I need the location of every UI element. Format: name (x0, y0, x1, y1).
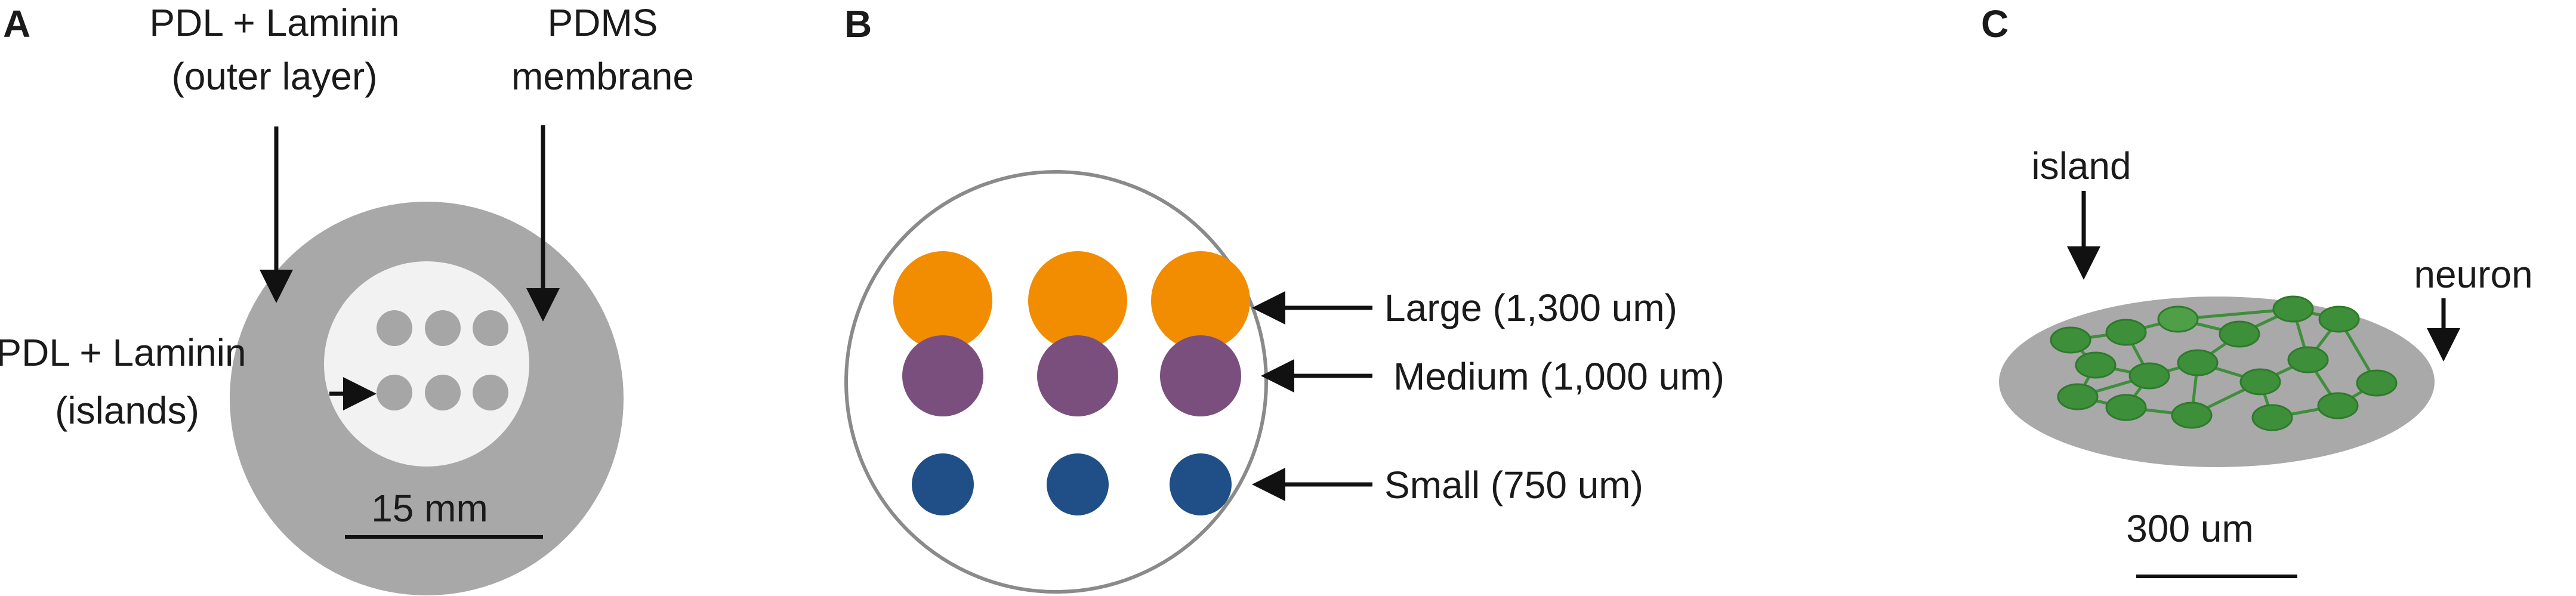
outer-layer-label-line2: (outer layer) (172, 55, 378, 98)
membrane-label-line1: PDMS (548, 1, 658, 44)
island-dot (425, 375, 461, 410)
neuron (2219, 320, 2260, 348)
panel-a-letter: A (3, 2, 30, 45)
panel-a: A PDL + Laminin (outer layer) PDMS membr… (0, 1, 694, 595)
island-label: island (2031, 144, 2131, 187)
outer-layer-label-line1: PDL + Laminin (149, 1, 399, 44)
neuron-label: neuron (2414, 253, 2532, 296)
neuron (2050, 326, 2091, 354)
neuron (2239, 368, 2281, 396)
neurons (2050, 295, 2398, 431)
neuron (2057, 383, 2099, 410)
small-islands (912, 453, 1232, 515)
island-dot (377, 375, 412, 410)
large-island (893, 251, 992, 350)
pdms-membrane (324, 261, 529, 467)
large-islands (893, 251, 1250, 350)
islands-label-line1: PDL + Laminin (0, 331, 246, 374)
neuron (2075, 351, 2117, 379)
small-island (912, 453, 974, 515)
neuron (2287, 346, 2329, 373)
island-dot (473, 375, 508, 410)
medium-island (1037, 335, 1118, 416)
laminin-islands (377, 310, 508, 410)
neuron (2318, 305, 2360, 333)
neuron (2177, 349, 2219, 376)
medium-label: Medium (1,000 um) (1393, 355, 1724, 398)
panel-a-scale-label: 15 mm (371, 487, 488, 530)
medium-islands (902, 335, 1241, 416)
panel-c-scale-label: 300 um (2126, 507, 2253, 550)
neuron (2105, 394, 2147, 421)
neuron (2317, 392, 2359, 419)
island-dot (425, 310, 461, 346)
membrane-label-line2: membrane (511, 55, 694, 98)
panel-b-letter: B (844, 2, 872, 45)
medium-island (902, 335, 983, 416)
panel-b: B Large (1,300 um) Medium (1,000 um) Sma… (844, 2, 1724, 594)
neuron (2171, 402, 2213, 429)
large-island (1151, 251, 1250, 350)
small-island (1170, 453, 1232, 515)
island-dot (473, 310, 508, 346)
neuron (2157, 305, 2199, 333)
panel-c: C (1981, 2, 2533, 578)
large-label: Large (1,300 um) (1384, 286, 1677, 329)
medium-island (1160, 335, 1241, 416)
small-label: Small (750 um) (1384, 464, 1643, 507)
neuron (2272, 295, 2314, 323)
large-island (1028, 251, 1127, 350)
neuron (2105, 319, 2147, 346)
island-dot (377, 310, 412, 346)
neuron (2356, 369, 2398, 397)
small-island (1047, 453, 1109, 515)
neuron (2251, 404, 2293, 431)
islands-label-line2: (islands) (55, 389, 199, 432)
panel-c-letter: C (1981, 2, 2009, 45)
neuron (2128, 362, 2170, 390)
